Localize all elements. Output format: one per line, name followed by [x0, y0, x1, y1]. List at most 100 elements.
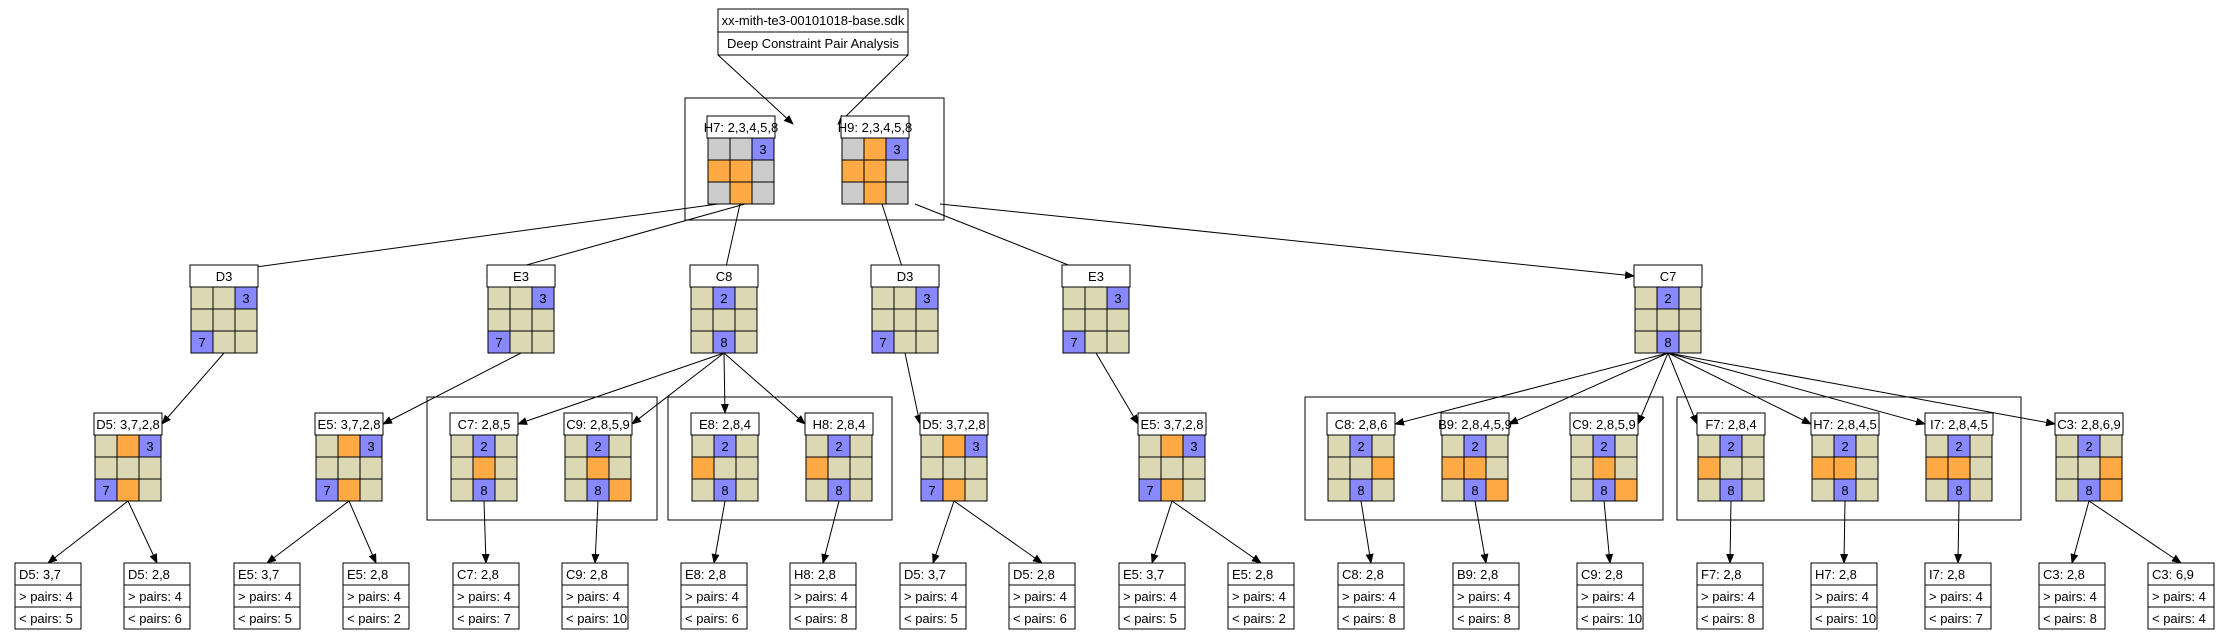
grid-cell: [1855, 478, 1879, 502]
grid-cell: [608, 456, 632, 480]
edge-arrow: [711, 500, 726, 564]
edge-arrow: [1508, 352, 1669, 425]
grid-cell: [1678, 330, 1702, 354]
grid-cell: [1614, 478, 1638, 502]
grid-cell: [1741, 478, 1765, 502]
leaf-node: E8: 2,8> pairs: 4< pairs: 6: [680, 562, 748, 630]
grid-cell: [735, 434, 759, 458]
grid-cell: [871, 308, 895, 332]
leaf-title: B9: 2,8: [1457, 567, 1498, 582]
grid-cell: [1719, 456, 1743, 480]
leaf-title: D5: 2,8: [128, 567, 170, 582]
nodes-layer: xx-mith-te3-00101018-base.sdk Deep Const…: [14, 8, 2215, 630]
grid-cell: [1811, 478, 1835, 502]
grid-cell: [212, 286, 236, 310]
grid-cell-value: 2: [1664, 291, 1671, 306]
leaf-title: C3: 2,8: [2043, 567, 2085, 582]
grid-cell: [116, 478, 140, 502]
grid-cell: [690, 308, 714, 332]
edge-arrow: [1474, 500, 1489, 564]
node-label: H8: 2,8,4: [813, 417, 866, 432]
grid-cell: [805, 456, 829, 480]
leaf-greater-pairs: > pairs: 4: [1232, 589, 1286, 604]
grid-cell-value: 8: [2085, 483, 2092, 498]
grid-cell-value: 3: [923, 291, 930, 306]
grid-cell: [691, 478, 715, 502]
node-label: H7: 2,8,4,5: [1813, 417, 1877, 432]
grid-cell: [751, 181, 775, 205]
grid-cell-value: 3: [1190, 439, 1197, 454]
leaf-greater-pairs: > pairs: 4: [1581, 589, 1635, 604]
edge-arrow: [161, 352, 225, 425]
grid-cell: [827, 456, 851, 480]
grid-cell: [1106, 308, 1130, 332]
grid-cell: [1925, 434, 1949, 458]
grid-cell: [1084, 286, 1108, 310]
grid-cell-value: 3: [759, 142, 766, 157]
node-label: C9: 2,8,5,9: [1572, 417, 1636, 432]
grid-cell-value: 8: [1955, 483, 1962, 498]
grid-cell: [1634, 308, 1658, 332]
grid-node-d5b: D5: 3,7,2,837: [919, 412, 989, 502]
leaf-lesser-pairs: < pairs: 5: [238, 611, 292, 626]
grid-cell: [707, 137, 731, 161]
grid-cell: [729, 137, 753, 161]
leaf-greater-pairs: > pairs: 4: [19, 589, 73, 604]
leaf-lesser-pairs: < pairs: 8: [2043, 611, 2097, 626]
grid-cell: [1678, 286, 1702, 310]
grid-cell: [1570, 434, 1594, 458]
leaf-greater-pairs: > pairs: 4: [238, 589, 292, 604]
grid-cell: [729, 159, 753, 183]
grid-cell: [116, 434, 140, 458]
grid-cell: [2055, 434, 2079, 458]
grid-cell: [871, 286, 895, 310]
leaf-node: D5: 2,8> pairs: 4< pairs: 6: [1008, 562, 1076, 630]
grid-cell: [885, 159, 909, 183]
edge-arrow: [1394, 352, 1669, 426]
grid-cell: [1592, 456, 1616, 480]
leaf-box: [1924, 562, 1992, 630]
edge-arrow: [127, 500, 158, 564]
grid-cell: [315, 434, 339, 458]
grid-node-c7b: C7: 2,8,528: [449, 412, 519, 502]
grid-node-e5a: E5: 3,7,2,837: [314, 412, 384, 502]
edge-arrow: [1667, 352, 1698, 425]
node-label: C3: 2,8,6,9: [2057, 417, 2121, 432]
edge-arrow: [717, 54, 794, 125]
node-label: C7: [1660, 269, 1677, 284]
grid-cell: [1084, 330, 1108, 354]
grid-cell-value: 7: [495, 335, 502, 350]
leaf-title: C8: 2,8: [1342, 567, 1384, 582]
grid-cell-value: 2: [1600, 439, 1607, 454]
grid-cell: [1634, 330, 1658, 354]
cluster-box: [667, 396, 893, 521]
leaf-box: [680, 562, 748, 630]
grid-node-e5b: E5: 3,7,2,837: [1137, 412, 1207, 502]
leaf-node: E5: 3,7> pairs: 4< pairs: 5: [233, 562, 301, 630]
grid-cell: [2055, 456, 2079, 480]
leaf-node: D5: 3,7> pairs: 4< pairs: 5: [14, 562, 82, 630]
grid-cell: [94, 434, 118, 458]
grid-cell-value: 2: [480, 439, 487, 454]
grid-cell: [849, 478, 873, 502]
grid-cell-value: 3: [972, 439, 979, 454]
leaf-title: E8: 2,8: [685, 567, 726, 582]
grid-cell: [841, 137, 865, 161]
grid-cell-value: 7: [102, 483, 109, 498]
grid-cell: [1371, 456, 1395, 480]
leaf-lesser-pairs: < pairs: 4: [2152, 611, 2206, 626]
cluster-box: [684, 97, 945, 221]
edge-arrow: [481, 500, 490, 564]
grid-cell: [712, 308, 736, 332]
leaf-lesser-pairs: < pairs: 8: [794, 611, 848, 626]
grid-cell: [234, 308, 258, 332]
grid-cell: [942, 434, 966, 458]
leaf-node: C9: 2,8> pairs: 4< pairs: 10: [561, 562, 629, 630]
leaf-greater-pairs: > pairs: 4: [1815, 589, 1869, 604]
grid-cell: [691, 434, 715, 458]
grid-cell: [1062, 308, 1086, 332]
leaf-node: E5: 2,8> pairs: 4< pairs: 2: [1227, 562, 1295, 630]
grid-cell-value: 2: [594, 439, 601, 454]
grid-cell-value: 8: [480, 483, 487, 498]
